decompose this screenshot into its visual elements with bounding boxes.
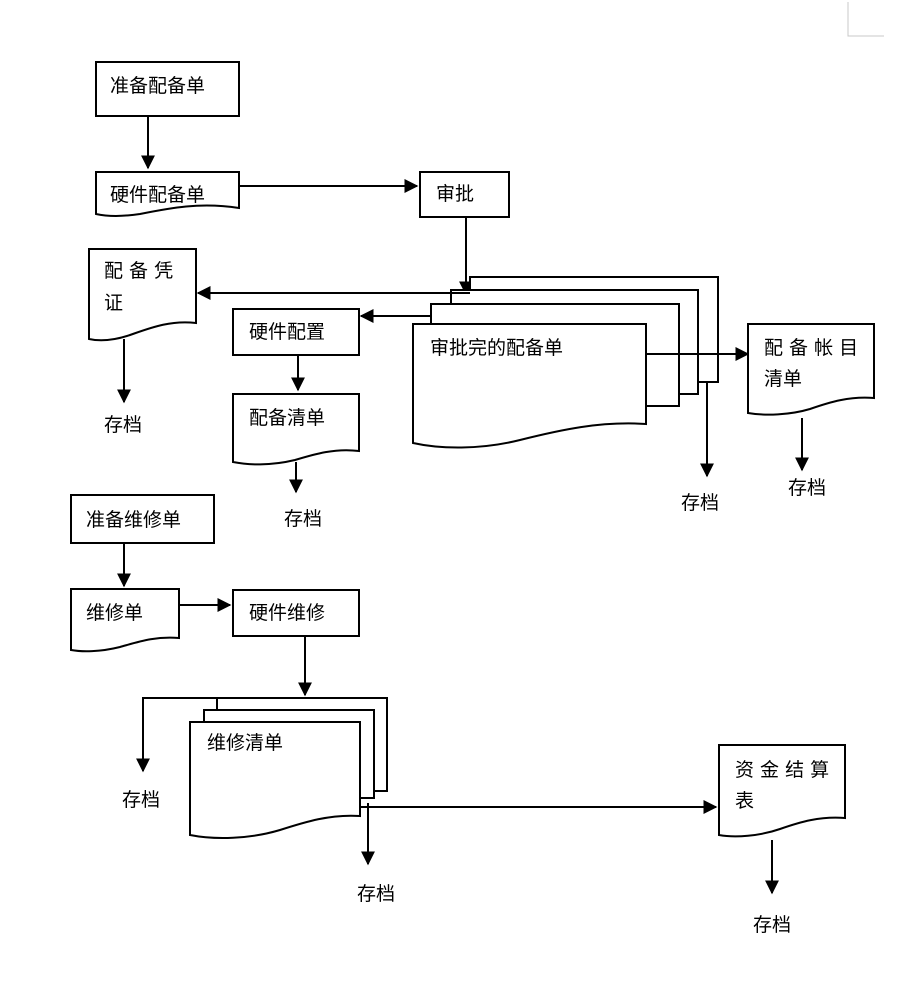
page-corner-mark <box>847 2 884 37</box>
archive-label-repair-left: 存档 <box>122 789 160 811</box>
approved-order-doc-front <box>412 323 647 449</box>
archive-label-voucher: 存档 <box>104 414 142 436</box>
archive-label-repair-bottom: 存档 <box>357 883 395 905</box>
config-list-doc <box>232 393 360 466</box>
hardware-repair-label: 硬件维修 <box>249 602 325 624</box>
ledger-doc <box>747 323 875 416</box>
archive-label-approved: 存档 <box>681 492 719 514</box>
hardware-repair-box <box>232 589 360 637</box>
hardware-config-box <box>232 308 360 356</box>
approve-box <box>419 171 510 218</box>
voucher-doc <box>88 248 197 342</box>
voucher-label-line2: 证 <box>104 292 123 314</box>
fund-label-line1: 资 金 结 算 <box>735 759 829 781</box>
prepare-order-label: 准备配备单 <box>110 75 205 97</box>
ledger-label-line1: 配 备 帐 目 <box>764 337 858 359</box>
prepare-order-box <box>95 61 240 117</box>
archive-label-fund: 存档 <box>753 914 791 936</box>
archive-label-config: 存档 <box>284 508 322 530</box>
prepare-repair-label: 准备维修单 <box>86 509 181 531</box>
repair-order-label: 维修单 <box>86 602 143 624</box>
prepare-repair-box <box>70 494 215 544</box>
repair-order-doc <box>70 588 180 653</box>
archive-label-ledger: 存档 <box>788 477 826 499</box>
hardware-order-doc <box>95 171 240 217</box>
repair-list-doc-front <box>189 721 361 839</box>
fund-label-line2: 表 <box>735 790 754 812</box>
config-list-label: 配备清单 <box>249 407 325 429</box>
approved-order-label: 审批完的配备单 <box>430 337 563 359</box>
approve-label: 审批 <box>436 183 474 205</box>
voucher-label-line1: 配 备 凭 <box>104 260 173 282</box>
fund-settlement-doc <box>718 744 846 838</box>
repair-list-label: 维修清单 <box>207 732 283 754</box>
hardware-config-label: 硬件配置 <box>249 321 325 343</box>
arrow-repair-list-to-archive-left <box>136 697 217 773</box>
hardware-order-label: 硬件配备单 <box>110 184 205 206</box>
ledger-label-line2: 清单 <box>764 368 802 390</box>
